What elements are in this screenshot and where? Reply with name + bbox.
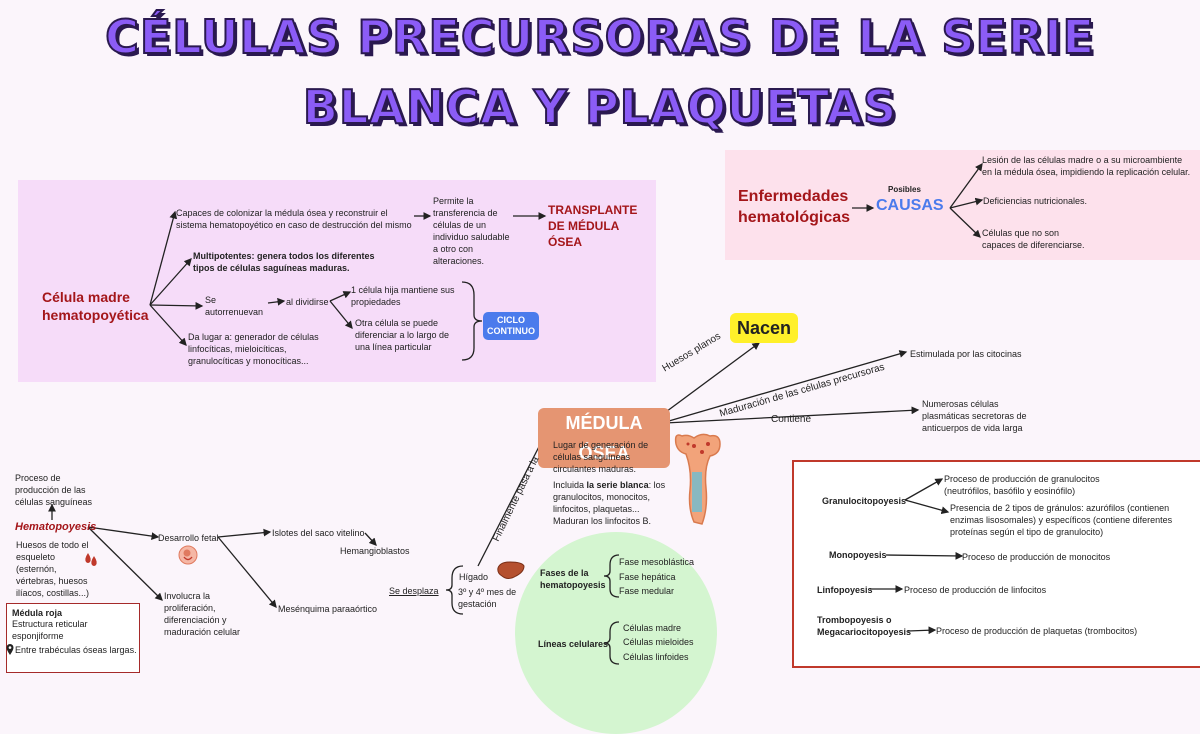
thrombopoiesis-desc: Proceso de producción de plaquetas (trom… [936,626,1138,636]
moves-label: Se desplaza [389,586,439,596]
stimulated-label: Estimulada por las citocinas [910,349,1022,359]
location-pin-icon [6,644,14,655]
bone-marrow-badge: MÉDULA ÓSEA [538,408,670,468]
stem-cell-on-divide: al dividirse [286,297,329,307]
born-badge: Nacen [730,313,798,343]
monopoiesis-desc: Proceso de producción de monocitos [962,552,1111,562]
hematopoiesis-process: Proceso de producción de las células san… [15,473,93,507]
hematopoiesis-label: Hematopoyesis [15,521,97,533]
cell-line-3: Células linfoides [623,652,689,662]
red-marrow-desc: Estructura reticular esponjiforme [12,619,88,641]
contains-label: Contiene [771,414,812,425]
daughter-cell-2: Otra célula se puede diferenciar a lo la… [355,318,450,352]
red-marrow-box [6,603,140,673]
liver-label: Hígado [459,572,489,582]
hemangioblasts: Hemangioblastos [340,546,410,556]
stem-cell-transfer: Permite la transferencia de células de u… [433,196,510,266]
cell-lines-title: Líneas celulares [538,639,609,649]
page-title-line-2: BLANCA Y PLAQUETAS [302,80,898,134]
cell-line-2: Células mieloides [623,637,694,647]
causes-label: CAUSAS [876,197,944,214]
cell-line-1: Células madre [623,623,682,633]
lymphopoiesis-label: Linfopoyesis [817,585,873,595]
stem-cell-gives-rise: Da lugar a: generador de células linfocí… [188,332,319,366]
phases-title: Fases de la hematopoyesis [540,568,606,590]
phase-item-1: Fase mesoblástica [619,557,695,567]
page-title-line-1: CÉLULAS PRECURSORAS DE LA SERIE [104,10,1095,64]
yolk-sac-islets: Islotes del saco vitelino [272,528,365,538]
plasma-cells: Numerosas células plasmáticas secretoras… [922,399,1027,433]
stem-cell-label: Célula madre hematopoyética [42,289,149,323]
cause-3: Células que no son capaces de diferencia… [982,228,1085,250]
fetal-development: Desarrollo fetal [158,533,219,543]
stem-cell-multipotent: Multipotentes: genera todos los diferent… [193,251,375,273]
marrow-desc-1: Lugar de generación de células sanguínea… [553,440,649,474]
connector-lines [48,162,984,665]
phase-item-2: Fase hepática [619,572,676,582]
poiesis-panel [792,460,1200,668]
trabeculae-label: Entre trabéculas óseas largas. [15,645,137,655]
involves-label: Involucra la proliferación, diferenciaci… [164,591,241,637]
thrombopoiesis-label: Trombopoyesis o Megacariocitopoyesis [817,615,912,637]
transplant-label: TRANSPLANTE DE MÉDULA ÓSEA [548,203,638,249]
stem-cell-colonize: Capaces de colonizar la médula ósea y re… [176,208,412,230]
lymphopoiesis-desc: Proceso de producción de linfocitos [904,585,1047,595]
daughter-cell-1: 1 célula hija mantiene sus propiedades [351,285,455,307]
fetus-icon [178,545,198,565]
marrow-desc-3: Maduran los linfocitos B. [553,516,652,526]
granulopoiesis-desc-1: Proceso de producción de granulocitos (n… [944,474,1100,496]
granulopoiesis-desc-2: Presencia de 2 tipos de gránulos: azuróf… [950,503,1173,537]
blood-drop-icon [85,553,97,566]
stem-cell-panel [18,180,656,382]
stem-cell-self-renew: Se autorrenuevan [205,295,264,317]
continuous-cycle-badge: CICLO CONTINUO [483,312,539,340]
cause-1: Lesión de las células madre o a su micro… [982,155,1191,177]
granulopoiesis-label: Granulocitopoyesis [822,496,907,506]
liver-icon [497,561,525,579]
phase-item-3: Fase medular [619,586,675,596]
gestation-months: 3º y 4º mes de gestación [458,587,517,609]
hematopoiesis-bones: Huesos de todo el esqueleto (esternón, v… [16,540,90,598]
diseases-label: Enfermedades hematológicas [738,188,851,226]
possible-label: Posibles [888,185,921,194]
bone-illustration [674,433,721,525]
marrow-desc-2: Incluida la serie blanca: los granulocit… [553,480,666,514]
cause-2: Deficiencias nutricionales. [983,196,1088,206]
red-marrow-title: Médula roja [12,608,63,618]
monopoiesis-label: Monopoyesis [829,550,887,560]
paraaortic-mesenchyme: Mesénquima paraaórtico [278,604,378,614]
